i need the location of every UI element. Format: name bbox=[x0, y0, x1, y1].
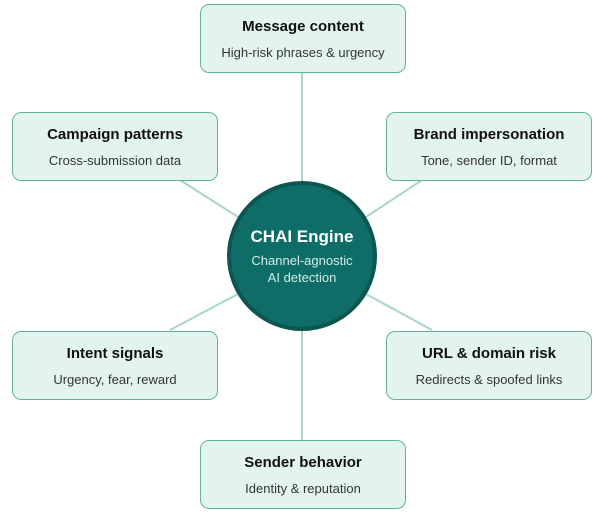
node-subtitle: Urgency, fear, reward bbox=[53, 371, 177, 387]
node-title: URL & domain risk bbox=[422, 344, 556, 362]
node-title: Brand impersonation bbox=[413, 125, 565, 143]
node-brand-impersonation: Brand impersonation Tone, sender ID, for… bbox=[386, 112, 592, 181]
node-subtitle: High-risk phrases & urgency bbox=[221, 44, 385, 60]
node-subtitle: Tone, sender ID, format bbox=[421, 152, 557, 168]
hub-title: CHAI Engine bbox=[250, 226, 354, 246]
node-subtitle: Redirects & spoofed links bbox=[415, 371, 563, 387]
hub-subtitle-line1: Channel-agnostic bbox=[251, 252, 353, 268]
node-subtitle: Identity & reputation bbox=[245, 480, 361, 496]
node-subtitle: Cross-submission data bbox=[48, 152, 182, 168]
hub-subtitle-line2: AI detection bbox=[267, 269, 337, 285]
connector-campaign-patterns bbox=[179, 179, 239, 218]
node-title: Campaign patterns bbox=[47, 125, 183, 143]
connector-url-domain-risk bbox=[365, 293, 433, 331]
node-title: Sender behavior bbox=[244, 453, 362, 471]
node-url-domain-risk: URL & domain risk Redirects & spoofed li… bbox=[386, 331, 592, 400]
node-message-content: Message content High-risk phrases & urge… bbox=[200, 4, 406, 73]
node-intent-signals: Intent signals Urgency, fear, reward bbox=[12, 331, 218, 400]
node-campaign-patterns: Campaign patterns Cross-submission data bbox=[12, 112, 218, 181]
node-sender-behavior: Sender behavior Identity & reputation bbox=[200, 440, 406, 509]
hub-chai-engine: CHAI Engine Channel-agnostic AI detectio… bbox=[227, 181, 377, 331]
connector-intent-signals bbox=[169, 293, 239, 331]
node-title: Message content bbox=[242, 17, 364, 35]
node-title: Intent signals bbox=[66, 344, 164, 362]
connector-brand-impersonation bbox=[365, 179, 423, 218]
